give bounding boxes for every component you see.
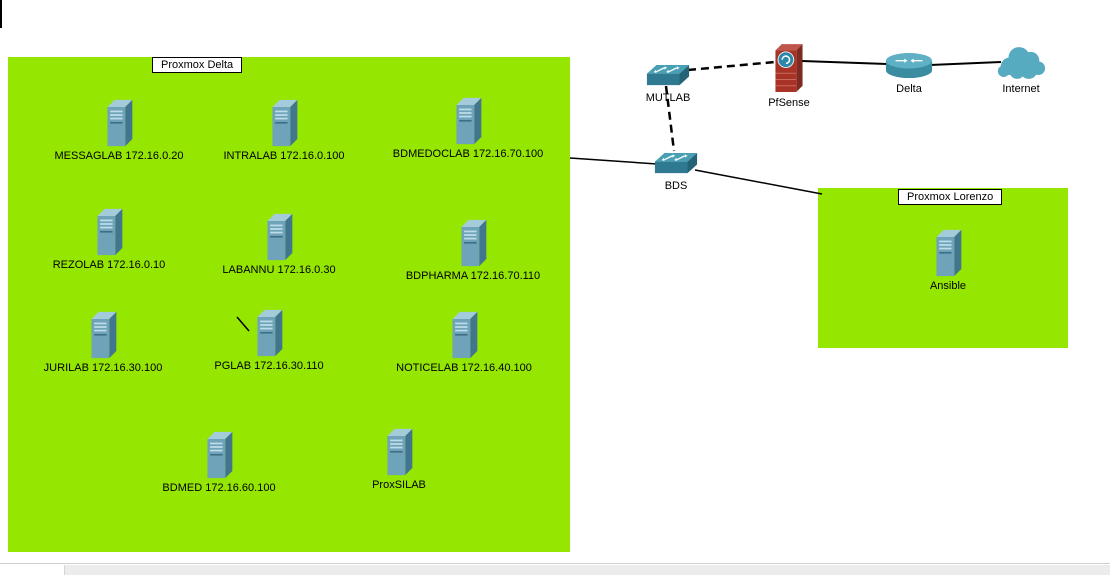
window-edge-artifact [0, 0, 2, 28]
node-label: JURILAB 172.16.30.100 [43, 362, 163, 374]
server-labannu[interactable]: LABANNU 172.16.0.30 [222, 212, 336, 276]
node-label: Internet [1002, 83, 1040, 95]
server-bdpharma[interactable]: BDPHARMA 172.16.70.110 [406, 218, 540, 282]
node-label: Ansible [929, 280, 967, 292]
node-label: PfSense [768, 97, 810, 109]
server-ansible[interactable]: Ansible [930, 228, 966, 292]
node-label: LABANNU 172.16.0.30 [222, 264, 336, 276]
node-label: INTRALAB 172.16.0.100 [223, 150, 345, 162]
node-label: REZOLAB 172.16.0.10 [52, 259, 166, 271]
server-pglab[interactable]: PGLAB 172.16.30.110 [214, 308, 324, 372]
cloud-internet[interactable]: Internet [994, 45, 1048, 95]
node-label: BDMEDOCLAB 172.16.70.100 [392, 148, 544, 160]
switch-icon [645, 62, 691, 91]
server-bdmedoclab[interactable]: BDMEDOCLAB 172.16.70.100 [393, 96, 543, 160]
node-label: MUTLAB [645, 92, 691, 104]
horizontal-scrollbar[interactable] [0, 563, 1110, 575]
link-mutlab-pfsense [687, 60, 776, 72]
switch-mutlab[interactable]: MUTLAB [645, 62, 691, 104]
group-label-proxmox-lorenzo[interactable]: Proxmox Lorenzo [898, 189, 1003, 205]
node-label: NOTICELAB 172.16.40.100 [396, 362, 532, 374]
node-label: MESSAGLAB 172.16.0.20 [54, 150, 184, 162]
switch-bds[interactable]: BDS [653, 150, 699, 192]
server-icon [268, 98, 300, 148]
server-icon [263, 212, 295, 262]
server-icon [448, 310, 480, 360]
link-bds-proxmox-delta [569, 157, 658, 165]
firewall-icon [771, 42, 807, 92]
server-icon [452, 96, 484, 146]
server-proxsilab[interactable]: ProxSILAB [372, 427, 426, 491]
node-label: Delta [896, 83, 922, 95]
server-icon [87, 310, 119, 360]
server-icon [203, 430, 235, 480]
firewall-pfsense[interactable]: PfSense [768, 42, 810, 109]
server-icon [93, 207, 125, 257]
server-jurilab[interactable]: JURILAB 172.16.30.100 [44, 310, 162, 374]
server-icon [457, 218, 489, 268]
cloud-icon [994, 45, 1048, 80]
link-delta-internet [929, 61, 1002, 66]
server-noticelab[interactable]: NOTICELAB 172.16.40.100 [396, 310, 532, 374]
node-label: BDPHARMA 172.16.70.110 [405, 270, 541, 282]
server-bdmed[interactable]: BDMED 172.16.60.100 [162, 430, 276, 494]
switch-icon [653, 150, 699, 179]
server-icon [253, 308, 285, 358]
link-pfsense-delta [801, 60, 888, 65]
group-label-proxmox-delta[interactable]: Proxmox Delta [152, 57, 243, 73]
node-label: ProxSILAB [372, 479, 426, 491]
router-icon [884, 52, 934, 81]
server-rezolab[interactable]: REZOLAB 172.16.0.10 [53, 207, 165, 271]
server-icon [932, 228, 964, 278]
node-label: PGLAB 172.16.30.110 [214, 360, 324, 372]
horizontal-scrollbar-thumb[interactable] [64, 565, 1110, 575]
node-label: BDMED 172.16.60.100 [162, 482, 276, 494]
server-intralab[interactable]: INTRALAB 172.16.0.100 [223, 98, 345, 162]
server-icon [103, 98, 135, 148]
link-bds-proxmox-lorenzo [694, 169, 823, 195]
server-messaglab[interactable]: MESSAGLAB 172.16.0.20 [54, 98, 184, 162]
node-label: BDS [664, 180, 688, 192]
server-icon [383, 427, 415, 477]
router-delta[interactable]: Delta [884, 52, 934, 95]
